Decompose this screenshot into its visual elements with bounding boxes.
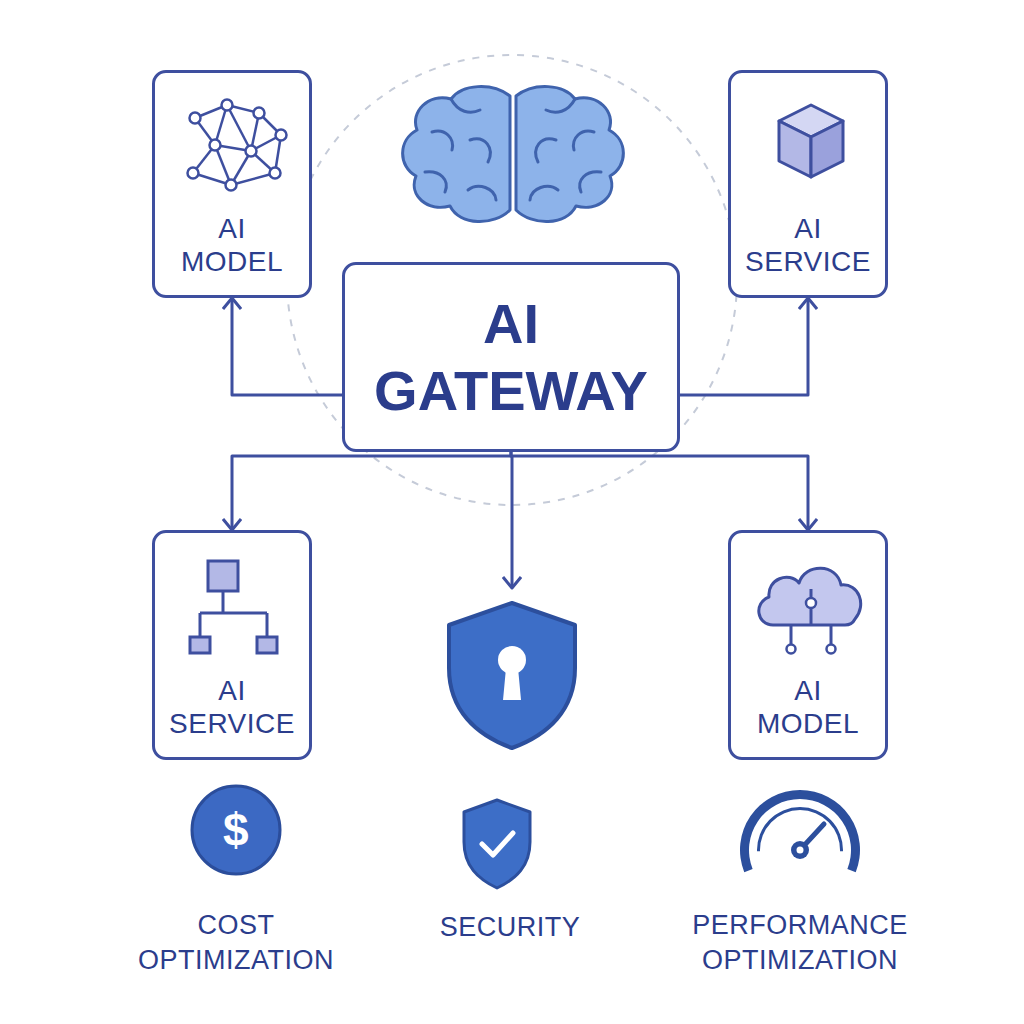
component-box: AI SERVICE [728, 70, 888, 298]
component-box: AI MODEL [152, 70, 312, 298]
flow-arrow [232, 298, 342, 395]
component-box: AI SERVICE [152, 530, 312, 760]
security-arrow [511, 456, 514, 588]
flow-arrow [232, 452, 511, 530]
box-title: AI MODEL [757, 674, 859, 741]
flow-arrow [680, 298, 808, 395]
flow-arrow [511, 452, 808, 530]
cube-icon [731, 73, 891, 203]
benefit-label: SECURITY [440, 910, 581, 945]
cloud-icon [731, 533, 891, 663]
lock-shield-icon [449, 603, 575, 748]
benefit-label: COST OPTIMIZATION [138, 908, 334, 978]
gauge-icon [740, 790, 860, 872]
box-title: AI MODEL [181, 212, 283, 279]
box-title: AI GATEWAY [374, 290, 648, 424]
box-title: AI SERVICE [745, 212, 871, 279]
dashed-ring [287, 55, 737, 505]
check-shield-icon [464, 800, 530, 888]
tree-icon [155, 533, 315, 663]
component-box: AI MODEL [728, 530, 888, 760]
brain-icon [403, 87, 624, 222]
currency-symbol: $ [223, 807, 249, 853]
gateway-box: AI GATEWAY [342, 262, 680, 452]
benefit-label: PERFORMANCE OPTIMIZATION [692, 908, 908, 978]
box-title: AI SERVICE [169, 674, 295, 741]
coin-icon [192, 786, 280, 874]
net-icon [155, 73, 315, 203]
